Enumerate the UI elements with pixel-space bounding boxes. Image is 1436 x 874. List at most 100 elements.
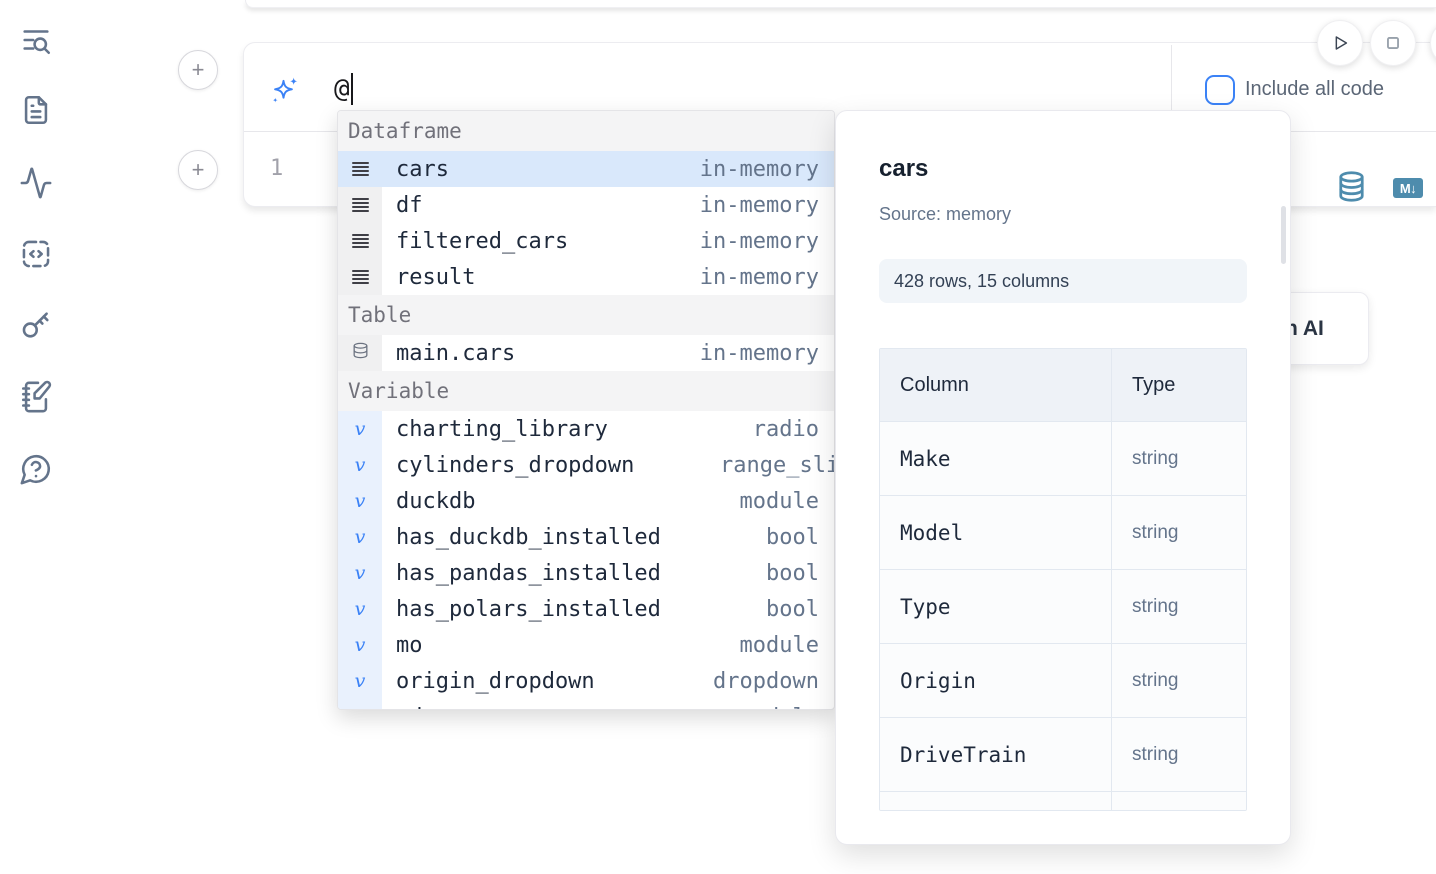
- autocomplete-item-name: main.cars: [396, 340, 516, 366]
- table-icon: [351, 341, 370, 366]
- autocomplete-item[interactable]: v cylinders_dropdown range_slider: [338, 447, 834, 483]
- variable-icon: v: [355, 706, 366, 709]
- schema-header-type: Type: [1132, 373, 1176, 396]
- autocomplete-item-name: df: [396, 192, 423, 218]
- list-search-icon[interactable]: [19, 23, 53, 57]
- autocomplete-item-name: has_polars_installed: [396, 596, 661, 622]
- autocomplete-section-header: Variable: [338, 371, 834, 411]
- autocomplete-item[interactable]: v has_pandas_installed bool: [338, 555, 834, 591]
- autocomplete-item-type: in-memory: [699, 192, 819, 218]
- file-text-icon[interactable]: [19, 93, 53, 127]
- ai-prompt-input[interactable]: @: [334, 73, 353, 105]
- schema-column-type: string: [1132, 447, 1179, 469]
- notebook-pen-icon[interactable]: [19, 380, 53, 414]
- activity-icon[interactable]: [19, 166, 53, 200]
- include-all-code-label: Include all code: [1245, 78, 1384, 100]
- schema-column-type: string: [1132, 521, 1179, 543]
- autocomplete-item-type: module: [739, 632, 819, 658]
- variable-icon: v: [354, 526, 366, 548]
- autocomplete-item-name: origin_dropdown: [396, 668, 595, 694]
- autocomplete-item-name: has_pandas_installed: [396, 560, 661, 586]
- autocomplete-section-header: Dataframe: [338, 111, 834, 151]
- preview-shape-badge: 428 rows, 15 columns: [879, 259, 1247, 303]
- autocomplete-item[interactable]: df in-memory: [338, 187, 834, 223]
- panel-scrollbar[interactable]: [1281, 206, 1286, 264]
- autocomplete-item[interactable]: v mo module: [338, 627, 834, 663]
- code-line-number: 1: [270, 156, 284, 181]
- autocomplete-item-name: duckdb: [396, 488, 476, 514]
- autocomplete-section-header: Table: [338, 295, 834, 335]
- autocomplete-item-gutter: v: [338, 411, 382, 447]
- help-bubble-icon[interactable]: [19, 452, 53, 486]
- autocomplete-item-gutter: v: [338, 483, 382, 519]
- stop-button[interactable]: [1370, 20, 1416, 66]
- schema-column-name: DriveTrain: [900, 742, 1027, 767]
- schema-column-type: string: [1132, 595, 1179, 617]
- autocomplete-item-name: filtered_cars: [396, 228, 569, 254]
- autocomplete-item-gutter: [338, 151, 382, 187]
- run-cell-button[interactable]: [1317, 20, 1363, 66]
- autocomplete-item-name: charting_library: [396, 416, 608, 442]
- schema-table-row: Make string: [880, 422, 1246, 496]
- autocomplete-item-name: cylinders_dropdown: [396, 452, 635, 478]
- variable-icon: v: [354, 562, 366, 584]
- autocomplete-item-gutter: v: [338, 591, 382, 627]
- schema-header-column: Column: [880, 349, 1112, 421]
- variable-icon: v: [354, 454, 366, 476]
- schema-column-name: Model: [900, 520, 964, 545]
- autocomplete-item-type: bool: [766, 560, 819, 586]
- autocomplete-item-gutter: v: [338, 699, 382, 709]
- code-square-icon[interactable]: [19, 237, 53, 271]
- autocomplete-item-name: mo: [396, 632, 423, 658]
- autocomplete-item-type: module: [739, 488, 819, 514]
- autocomplete-item-gutter: [338, 187, 382, 223]
- schema-table-row: DriveTrain string: [880, 718, 1246, 792]
- autocomplete-item-type: in-memory: [699, 340, 819, 366]
- autocomplete-item[interactable]: v origin_dropdown dropdown: [338, 663, 834, 699]
- autocomplete-item-type: dropdown: [713, 668, 819, 694]
- schema-column-type: string: [1132, 669, 1179, 691]
- stop-icon: [1387, 37, 1399, 49]
- variable-icon: v: [354, 418, 366, 440]
- autocomplete-item[interactable]: v has_polars_installed bool: [338, 591, 834, 627]
- markdown-export-icon[interactable]: M↓: [1393, 178, 1423, 198]
- autocomplete-item[interactable]: vpdmodule: [338, 699, 834, 709]
- autocomplete-item-gutter: v: [338, 519, 382, 555]
- include-all-code-checkbox[interactable]: [1205, 75, 1235, 105]
- autocomplete-item-type: bool: [766, 596, 819, 622]
- prompt-divider: [1171, 45, 1172, 131]
- schema-column-type: string: [1132, 743, 1179, 765]
- schema-column-name: Make: [900, 446, 951, 471]
- variable-icon: v: [354, 634, 366, 656]
- database-icon[interactable]: [1337, 171, 1366, 202]
- autocomplete-item-gutter: v: [338, 663, 382, 699]
- autocomplete-item-gutter: [338, 259, 382, 295]
- key-icon[interactable]: [19, 308, 53, 342]
- autocomplete-item[interactable]: result in-memory: [338, 259, 834, 295]
- autocomplete-item-gutter: [338, 335, 382, 371]
- autocomplete-item[interactable]: main.cars in-memory: [338, 335, 834, 371]
- play-icon: [1335, 36, 1348, 50]
- schema-table-row: Model string: [880, 496, 1246, 570]
- add-cell-above-button[interactable]: +: [178, 50, 218, 90]
- schema-table-row: [880, 792, 1246, 810]
- previous-cell-bottom-edge: [245, 0, 1436, 8]
- autocomplete-item-name: has_duckdb_installed: [396, 524, 661, 550]
- autocomplete-item-type: in-memory: [699, 156, 819, 182]
- variable-icon: v: [354, 670, 366, 692]
- dataframe-icon: [351, 233, 369, 249]
- autocomplete-item-gutter: [338, 223, 382, 259]
- autocomplete-item-name: result: [396, 264, 476, 290]
- add-cell-below-button[interactable]: +: [178, 150, 218, 190]
- autocomplete-item-type: range_slider: [720, 452, 834, 478]
- autocomplete-item-type: in-memory: [699, 264, 819, 290]
- variable-icon: v: [354, 598, 366, 620]
- dataframe-icon: [351, 197, 369, 213]
